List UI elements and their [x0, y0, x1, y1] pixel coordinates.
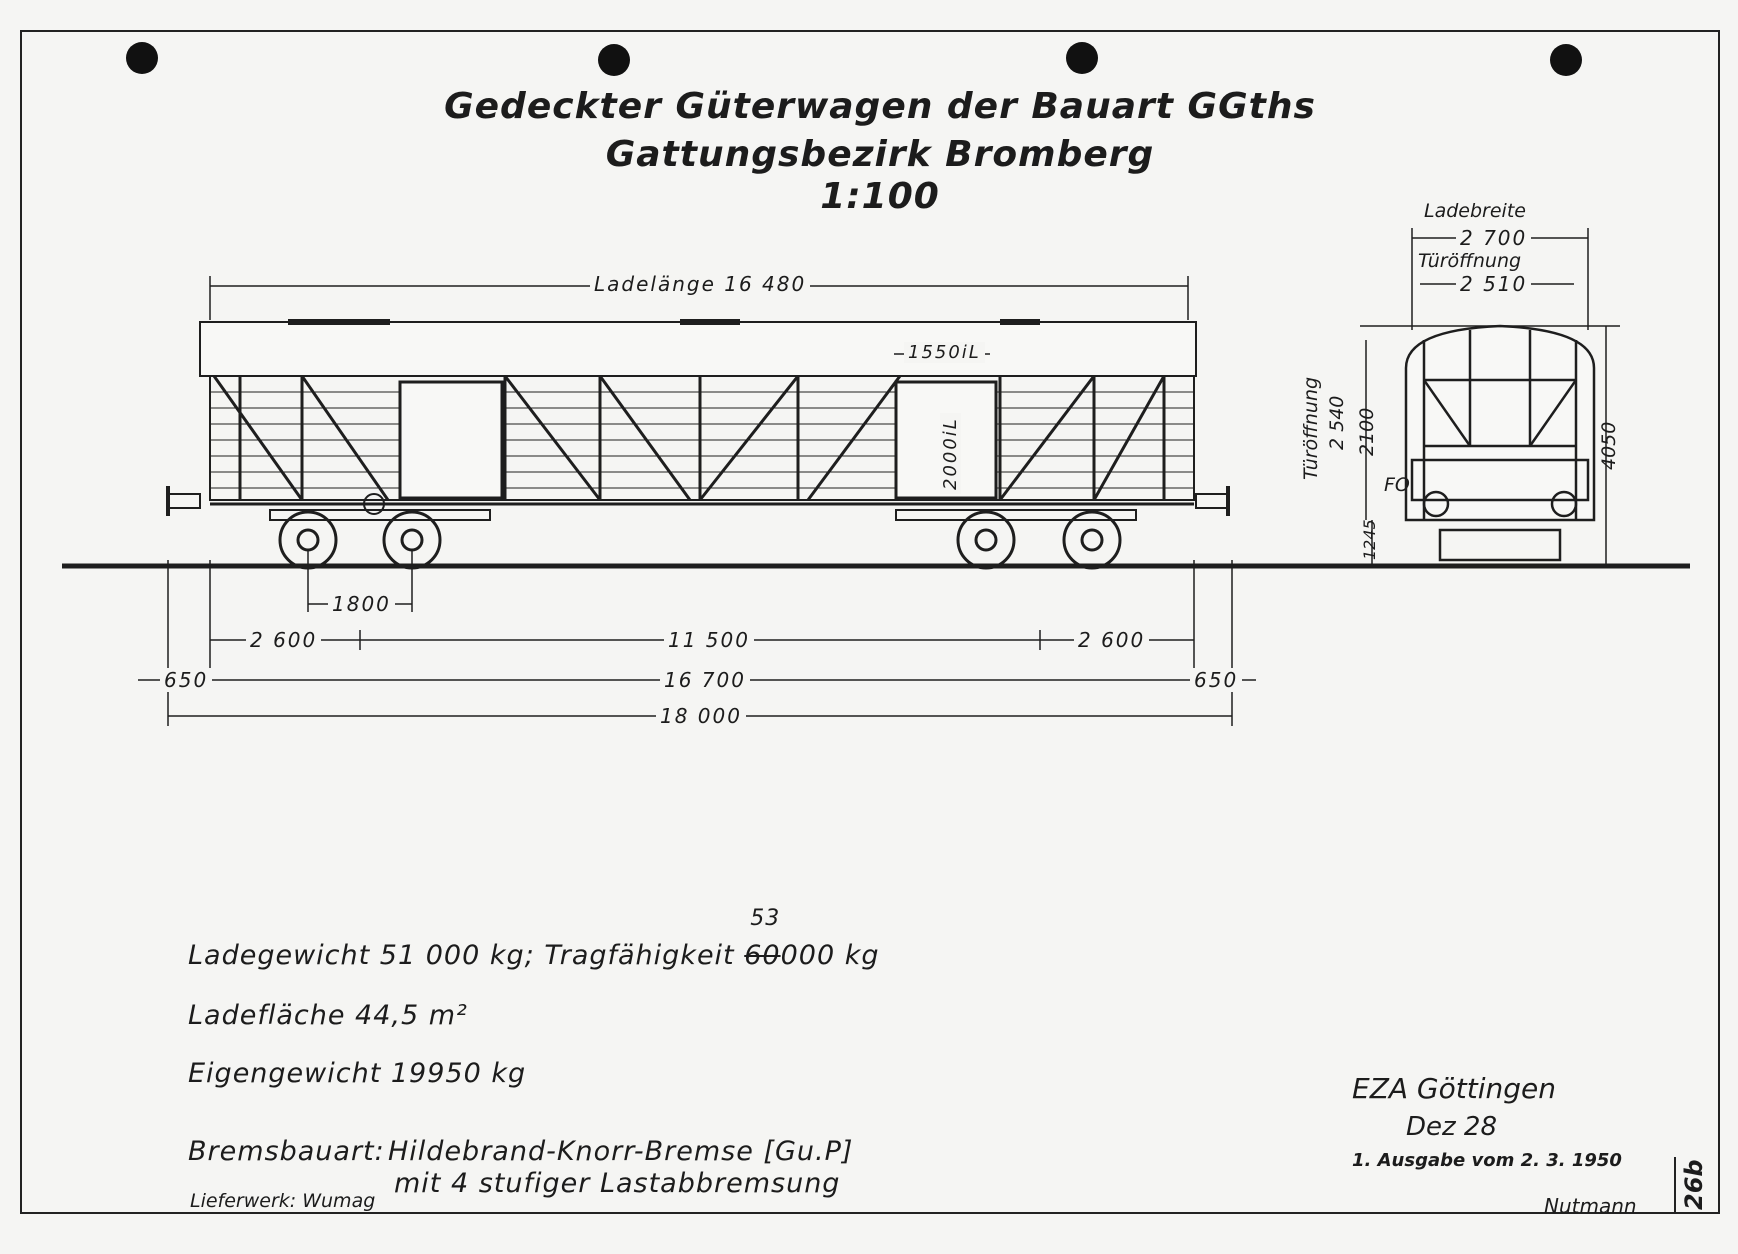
- hand-brake-wheel: [363, 493, 385, 515]
- buffer-left: [167, 493, 201, 509]
- label-bogie-wheelbase: 1800: [328, 592, 395, 616]
- tragf-rest: 000 kg: [780, 940, 880, 971]
- drawing-subtitle: Gattungsbezirk Bromberg: [605, 134, 1155, 175]
- tragfaehigkeit-struck: 53 60: [744, 906, 781, 971]
- drawing-scale: 1:100: [820, 176, 940, 217]
- spec-eigengewicht: Eigengewicht 19950 kg: [188, 1058, 527, 1089]
- sheet-number: 26b: [1674, 1157, 1712, 1214]
- underframe-right: [895, 509, 1137, 521]
- body-diagonals: [212, 375, 1166, 501]
- label-tuer-height-value: 2 540: [1326, 395, 1348, 450]
- punch-hole: [126, 42, 158, 74]
- label-bogie-distance: 11 500: [664, 628, 754, 652]
- footer-code: Dez 28: [1406, 1112, 1498, 1142]
- spec-lieferwerk: Lieferwerk: Wumag: [190, 1190, 376, 1212]
- label-height-2100: 2100: [1356, 407, 1378, 456]
- label-ladebreite: Ladebreite: [1424, 200, 1526, 222]
- side-door-left: [398, 380, 504, 500]
- label-tuer-height: Türöffnung: [1300, 376, 1322, 480]
- label-door-height: 2000iL: [940, 413, 961, 494]
- wagon-body: [209, 375, 1195, 501]
- spec-bremsbauart-line1: Hildebrand-Knorr-Bremse [Gu.P]: [388, 1136, 854, 1167]
- footer-office: EZA Göttingen: [1352, 1072, 1556, 1105]
- footer-signature: Nutmann: [1544, 1194, 1637, 1218]
- label-overhang-right: 2 600: [1074, 628, 1150, 652]
- underframe-left: [269, 509, 491, 521]
- footer-edition: 1. Ausgabe vom 2. 3. 1950: [1352, 1150, 1622, 1171]
- spec-bremsbauart-label: Bremsbauart:: [188, 1136, 385, 1167]
- label-overhang-left: 2 600: [246, 628, 322, 652]
- body-planks: [210, 391, 1194, 489]
- spec-ladeflaeche: Ladefläche 44,5 m²: [188, 1000, 468, 1031]
- label-door-width: 1550iL: [904, 342, 985, 363]
- body-posts: [238, 376, 1166, 500]
- label-total-height: 4050: [1598, 421, 1620, 470]
- punch-hole: [598, 44, 630, 76]
- label-tueroeffnung-value: 2 510: [1456, 272, 1532, 296]
- label-fo: FO: [1384, 474, 1410, 496]
- punch-hole: [1550, 44, 1582, 76]
- label-length-body: 16 700: [660, 668, 750, 692]
- punch-hole: [1066, 42, 1098, 74]
- buffer-right: [1195, 493, 1229, 509]
- spec-bremsbauart-line2: mit 4 stufiger Lastabbremsung: [394, 1168, 841, 1199]
- label-buffer-right: 650: [1190, 668, 1243, 692]
- label-height-1245: 1245: [1360, 519, 1379, 560]
- wagon-roof: [199, 321, 1197, 377]
- label-tueroeffnung: Türöffnung: [1418, 250, 1522, 272]
- label-length-buffers: 18 000: [656, 704, 746, 728]
- ladegewicht-rest: 000 kg; Tragfähigkeit: [425, 940, 735, 971]
- spec-ladegewicht: Ladegewicht 51 000 kg; Tragfähigkeit 53 …: [188, 906, 880, 971]
- label-ladebreite-value: 2 700: [1456, 226, 1532, 250]
- end-dimension-lines: [1360, 228, 1620, 566]
- drawing-frame: [20, 30, 1720, 1214]
- drawing-title: Gedeckter Güterwagen der Bauart GGths: [444, 86, 1316, 127]
- tragf-correction: 53: [750, 906, 781, 931]
- label-ladelaenge: Ladelänge 16 480: [590, 272, 811, 296]
- label-buffer-left: 650: [160, 668, 213, 692]
- ladegewicht-prefix: Ladegewicht 51: [188, 940, 417, 971]
- end-view: [1404, 324, 1596, 562]
